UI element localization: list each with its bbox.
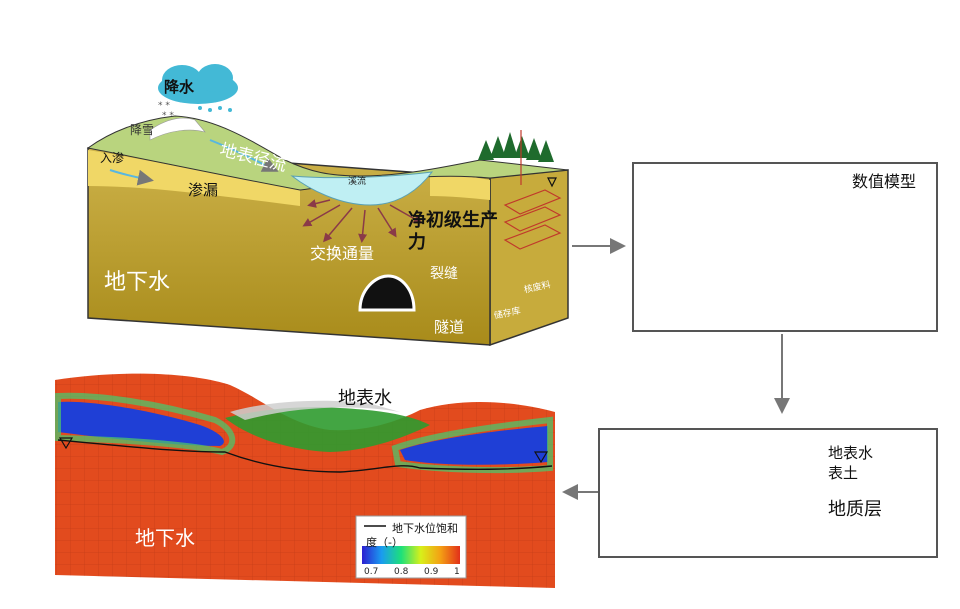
- geological-layer-label: 地质层: [828, 499, 882, 520]
- colorbar: [362, 546, 460, 564]
- colorbar-tick-1: 0.8: [394, 567, 409, 577]
- colorbar-tick-3: 1: [454, 567, 460, 577]
- primary-production-label: 净初级生产力: [408, 210, 498, 253]
- svg-text:* *: * *: [162, 111, 174, 121]
- infiltration-label: 入渗: [100, 151, 125, 165]
- snow-label: 降雪: [130, 123, 155, 137]
- conceptual-block: * ** *: [86, 64, 569, 347]
- topsoil-layer-label: 表土: [828, 464, 859, 482]
- seepage-label: 渗漏: [188, 181, 219, 199]
- groundwater-result-label: 地下水: [135, 526, 195, 550]
- cloud-icon: * ** *: [158, 64, 238, 121]
- result-block: [55, 373, 555, 588]
- tunnel-label: 隧道: [434, 318, 465, 336]
- numerical-model-title: 数值模型: [852, 172, 917, 191]
- precipitation-label: 降水: [164, 78, 195, 96]
- colorbar-tick-0: 0.7: [364, 567, 379, 577]
- surface-water-result-label: 地表水: [338, 388, 392, 409]
- colorbar-tick-2: 0.9: [424, 567, 439, 577]
- svg-text:* *: * *: [158, 101, 170, 111]
- surface-water-layer-label: 地表水: [828, 444, 874, 462]
- legend-title: 地下水位饱和度（-）: [366, 522, 458, 550]
- groundwater-label-top: 地下水: [104, 270, 171, 295]
- exchange-flux-label: 交换通量: [310, 244, 375, 263]
- numerical-model-panel: [632, 162, 938, 332]
- fracture-label: 裂缝: [430, 266, 458, 282]
- stream-label: 溪流: [348, 177, 367, 187]
- layers-panel: [598, 428, 938, 558]
